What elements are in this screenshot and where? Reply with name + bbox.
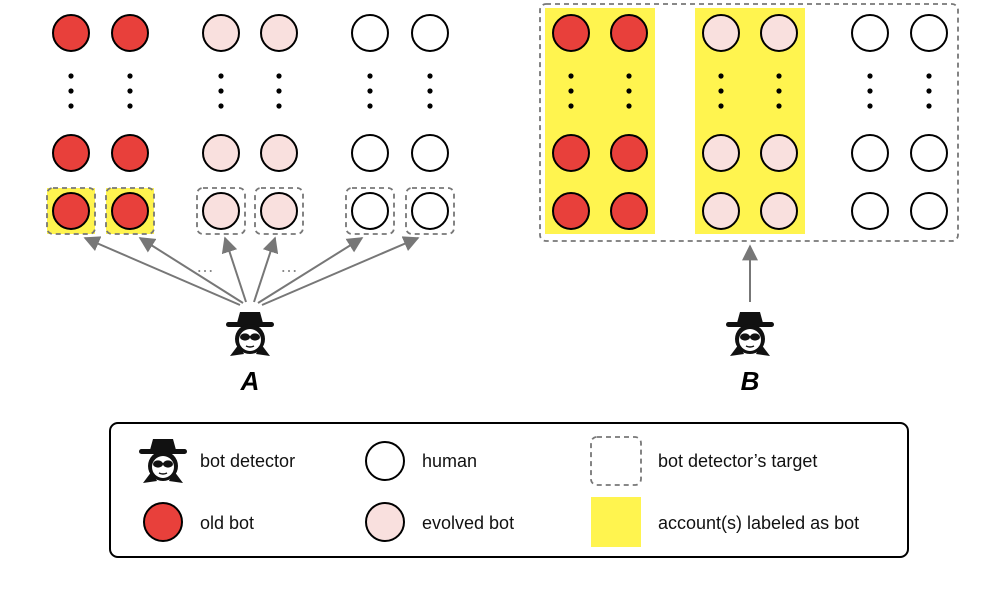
- evolved-bot: [760, 192, 798, 230]
- target-dashed-box: [539, 3, 959, 242]
- human: [351, 14, 389, 52]
- old-bot: [111, 14, 149, 52]
- human: [910, 14, 948, 52]
- evolved-bot: [702, 192, 740, 230]
- spy-icon: [225, 311, 275, 357]
- panel-b: B: [539, 3, 959, 396]
- old-bot: [552, 134, 590, 172]
- human: [851, 134, 889, 172]
- old-bot: [552, 192, 590, 230]
- human: [910, 134, 948, 172]
- evolved-bot: [260, 192, 298, 230]
- legend-old-bot-swatch: [143, 502, 183, 542]
- human: [851, 14, 889, 52]
- panel-b-label: B: [741, 366, 760, 396]
- legend-human-label: human: [422, 451, 477, 471]
- legend-target-swatch: [590, 436, 642, 486]
- evolved-bot: [202, 134, 240, 172]
- human: [411, 14, 449, 52]
- human: [910, 192, 948, 230]
- ellipsis-left: …: [196, 256, 215, 276]
- evolved-bot: [260, 134, 298, 172]
- human: [351, 192, 389, 230]
- legend-old-bot-label: old bot: [200, 513, 254, 533]
- target-dashed-box: [196, 187, 246, 235]
- evolved-bot: [202, 192, 240, 230]
- old-bot: [610, 134, 648, 172]
- human: [851, 192, 889, 230]
- legend-human-swatch: [365, 441, 405, 481]
- legend-evolved-bot-label: evolved bot: [422, 513, 514, 533]
- human: [411, 134, 449, 172]
- old-bot: [52, 192, 90, 230]
- old-bot: [552, 14, 590, 52]
- vertical-ellipsis: [68, 73, 433, 109]
- old-bot: [610, 14, 648, 52]
- spy-icon: [725, 311, 775, 357]
- target-dashed-box: [46, 187, 96, 235]
- vertical-ellipsis: [568, 73, 932, 109]
- old-bot: [111, 192, 149, 230]
- old-bot: [52, 134, 90, 172]
- evolved-bot: [702, 14, 740, 52]
- target-dashed-box: [254, 187, 304, 235]
- target-dashed-box: [105, 187, 155, 235]
- legend-target-label: bot detector’s target: [658, 451, 817, 471]
- evolved-bot: [260, 14, 298, 52]
- panel-a-label: A: [240, 366, 260, 396]
- ellipsis-right: …: [280, 256, 299, 276]
- panel-a: … … A: [46, 14, 455, 396]
- evolved-bot: [202, 14, 240, 52]
- legend-evolved-bot-swatch: [365, 502, 405, 542]
- legend-bot-detector-label: bot detector: [200, 451, 295, 471]
- legend-labeled-swatch: [591, 497, 641, 547]
- detector-a-arrows: [83, 236, 420, 306]
- target-dashed-box: [345, 187, 395, 235]
- old-bot: [610, 192, 648, 230]
- human: [351, 134, 389, 172]
- evolved-bot: [760, 14, 798, 52]
- legend-box: [109, 422, 909, 558]
- target-dashed-box: [405, 187, 455, 235]
- old-bot: [111, 134, 149, 172]
- human: [411, 192, 449, 230]
- evolved-bot: [702, 134, 740, 172]
- evolved-bot: [760, 134, 798, 172]
- legend: bot detector human bot detector’s target…: [109, 422, 909, 558]
- legend-labeled-label: account(s) labeled as bot: [658, 513, 859, 533]
- old-bot: [52, 14, 90, 52]
